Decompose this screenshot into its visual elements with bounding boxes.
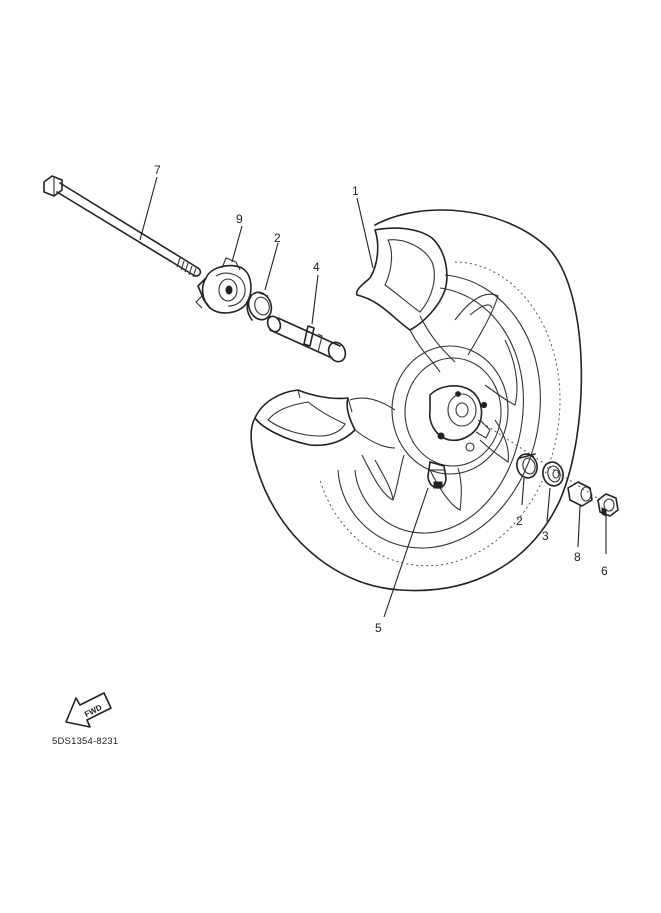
bearing-left	[246, 291, 273, 321]
callout-5: 5	[375, 621, 382, 635]
leader-lines	[139, 176, 607, 618]
callout-1: 1	[352, 184, 359, 198]
tire-section-top-inner	[384, 239, 435, 313]
tire-outline	[250, 209, 583, 592]
callout-2-left: 2	[274, 231, 281, 245]
tire-section-top	[355, 227, 448, 331]
wheel-assembly	[250, 209, 601, 592]
oil-seal	[542, 461, 564, 487]
reference-code: 5DS1354-8231	[52, 736, 119, 747]
callout-8: 8	[574, 550, 581, 564]
bearing-right	[516, 453, 538, 479]
axle-bolt	[43, 175, 202, 278]
wheel-hub	[391, 345, 509, 489]
rim-inner-edge	[354, 287, 524, 534]
callout-3: 3	[542, 529, 549, 543]
callout-2-right: 2	[516, 514, 523, 528]
forward-arrow-icon: FWD	[65, 692, 112, 728]
collar-right	[567, 481, 593, 507]
gear-unit	[195, 257, 252, 314]
spacer-collar	[266, 315, 347, 363]
callout-7: 7	[154, 163, 161, 177]
callout-4: 4	[313, 260, 320, 274]
wheel-spokes	[349, 293, 518, 511]
rim-outer-edge	[337, 274, 541, 549]
callout-labels: 1 2 2 3 4 5 6 7 8 9	[154, 163, 608, 635]
tire-section-bottom	[254, 389, 356, 447]
tire-inner-dash	[319, 261, 561, 567]
tire-section-bottom-inner	[267, 401, 346, 437]
callout-9: 9	[236, 212, 243, 226]
axle-nut	[597, 493, 619, 517]
callout-6: 6	[601, 564, 608, 578]
